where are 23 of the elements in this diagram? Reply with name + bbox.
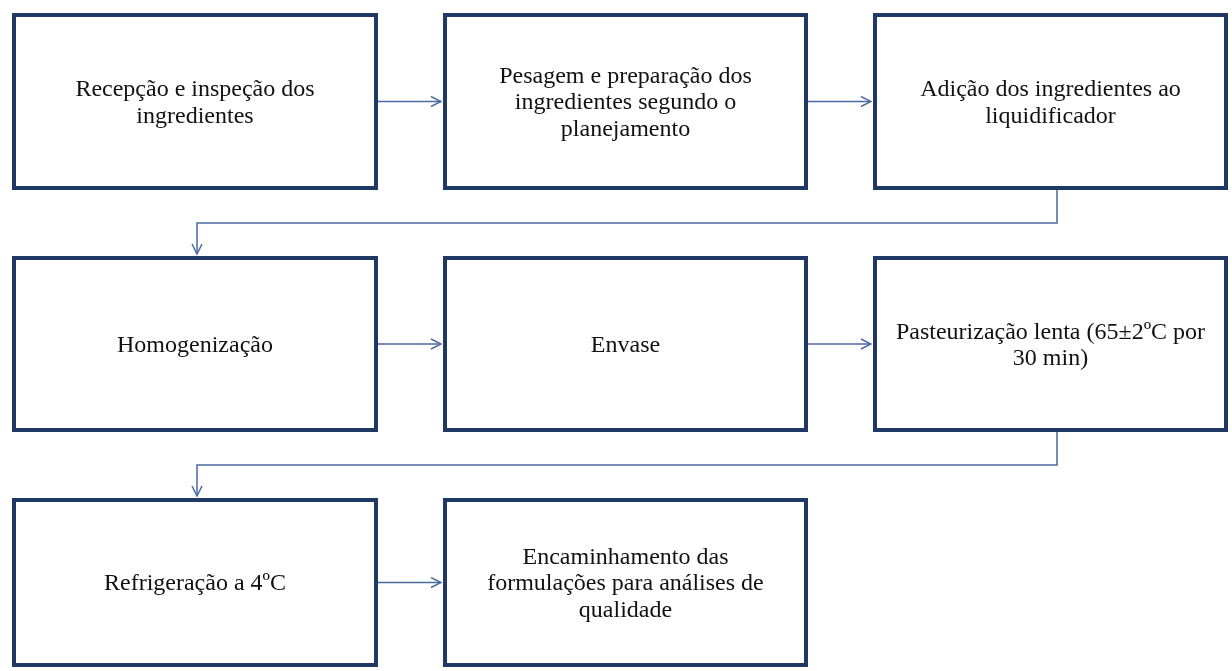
process-box: [12, 498, 378, 667]
step-text: Envase: [590, 330, 661, 358]
step-text: Refrigeração a 4ºC: [104, 569, 286, 596]
process-box: [443, 256, 808, 432]
arrow: [377, 338, 442, 350]
step-text: Pasteurização lenta (65±2ºC por 30 min): [894, 317, 1207, 371]
arrow: [191, 431, 1058, 497]
process-box: [873, 13, 1228, 190]
arrow: [377, 576, 442, 589]
process-box: [873, 256, 1228, 432]
process-box: [12, 13, 378, 190]
step-text: Adição dos ingredientes ao liquidificador: [919, 75, 1182, 128]
step-text: Pesagem e preparação dos ingredientes segundo o planejamento: [498, 61, 753, 142]
arrow: [807, 95, 872, 108]
process-box: [12, 256, 378, 432]
step-text: Homogenização: [117, 330, 273, 358]
step-text: Recepção e inspeção dos ingredientes: [74, 75, 316, 128]
process-box: [443, 498, 808, 667]
step-text: Encaminhamento das formulações para análises de qualidade: [486, 542, 765, 623]
process-box: [443, 13, 808, 190]
arrow: [807, 338, 872, 350]
arrow: [191, 189, 1058, 255]
arrow: [377, 95, 442, 108]
